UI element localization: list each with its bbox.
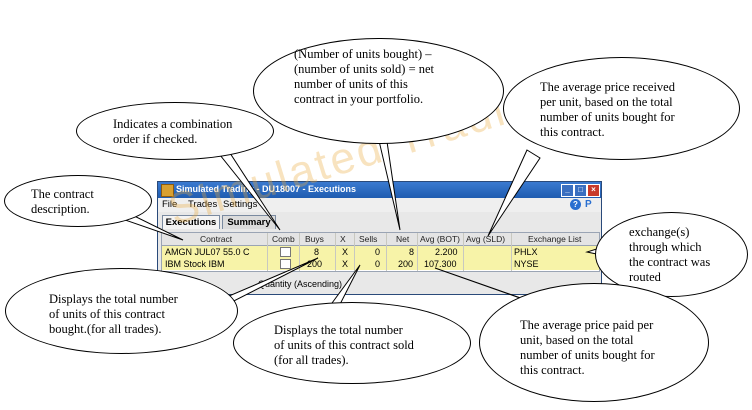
menu-trades[interactable]: Trades bbox=[188, 199, 218, 210]
cell-avg-bot: 2.200 bbox=[435, 247, 458, 257]
cell-exchange: NYSE bbox=[514, 259, 539, 269]
callout-exchange-line: exchange(s) bbox=[629, 225, 690, 239]
column-divider bbox=[354, 233, 355, 271]
combo-pointer bbox=[214, 149, 281, 231]
callout-net-line: (Number of units bought) – bbox=[294, 47, 432, 61]
col-avg-bot[interactable]: Avg (BOT) bbox=[420, 234, 460, 244]
table-row[interactable]: AMGN JUL07 55.0 C 8 X 0 8 2.200 PHLX bbox=[162, 246, 599, 258]
tab-summary[interactable]: Summary bbox=[222, 215, 276, 229]
callout-sells-line: of units of this contract sold bbox=[274, 338, 414, 352]
app-icon bbox=[161, 184, 174, 197]
column-divider bbox=[463, 233, 464, 271]
window-title: Simulated Trading - DU18007 - Executions bbox=[176, 184, 357, 194]
callout-avg-received-line: The average price received bbox=[540, 80, 675, 94]
cell-avg-bot: 107.300 bbox=[424, 259, 457, 269]
callout-buys-line: Displays the total number bbox=[49, 292, 178, 306]
cell-x: X bbox=[342, 247, 349, 257]
table-header: Contract Comb Buys X Sells Net Avg (BOT)… bbox=[162, 233, 599, 246]
comb-checkbox[interactable] bbox=[280, 247, 291, 257]
cell-contract: IBM Stock IBM bbox=[165, 259, 225, 269]
callout-avg-paid-line: this contract. bbox=[520, 363, 585, 377]
avg-received-pointer bbox=[487, 149, 541, 237]
callout-description: The contract description. bbox=[4, 175, 152, 227]
col-x[interactable]: X bbox=[340, 234, 346, 244]
callout-buys: Displays the total number of units of th… bbox=[5, 268, 238, 354]
question-icon[interactable]: ? bbox=[570, 199, 581, 210]
pin-icon[interactable]: P bbox=[585, 199, 592, 210]
callout-sells-line: (for all trades). bbox=[274, 353, 349, 367]
callout-combination: Indicates a combination order if checked… bbox=[76, 102, 274, 160]
callout-net-line: number of units of this bbox=[294, 77, 408, 91]
cell-contract: AMGN JUL07 55.0 C bbox=[165, 247, 250, 257]
minimize-icon[interactable]: _ bbox=[561, 184, 574, 197]
sort-label[interactable]: Quantity (Ascending) bbox=[258, 279, 343, 289]
callout-exchange-line: the contract was bbox=[629, 255, 711, 269]
menu-bar: File Trades Settings bbox=[158, 198, 601, 212]
tab-executions[interactable]: Executions bbox=[162, 215, 220, 229]
col-exchange-list[interactable]: Exchange List bbox=[528, 234, 582, 244]
callout-description-line: description. bbox=[31, 202, 90, 216]
callout-buys-line: of units of this contract bbox=[49, 307, 165, 321]
cell-x: X bbox=[342, 259, 349, 269]
cell-exchange: PHLX bbox=[514, 247, 538, 257]
callout-avg-received: The average price received per unit, bas… bbox=[503, 57, 740, 160]
buys-pointer bbox=[222, 257, 319, 308]
column-divider bbox=[417, 233, 418, 271]
comb-checkbox[interactable] bbox=[280, 259, 291, 269]
title-bar[interactable]: Simulated Trading - DU18007 - Executions… bbox=[158, 182, 601, 198]
callout-exchange: exchange(s) through which the contract w… bbox=[595, 212, 748, 297]
callout-avg-paid-line: The average price paid per bbox=[520, 318, 654, 332]
callout-buys-line: bought.(for all trades). bbox=[49, 322, 162, 336]
col-buys[interactable]: Buys bbox=[305, 234, 324, 244]
close-icon[interactable]: × bbox=[587, 184, 600, 197]
col-comb[interactable]: Comb bbox=[272, 234, 295, 244]
callout-sells: Displays the total number of units of th… bbox=[233, 302, 471, 384]
cell-net: 200 bbox=[398, 259, 414, 269]
callout-avg-paid: The average price paid per unit, based o… bbox=[479, 283, 709, 402]
callout-combination-line: Indicates a combination bbox=[113, 117, 233, 131]
cell-buys: 200 bbox=[307, 259, 323, 269]
executions-window: Simulated Trading - DU18007 - Executions… bbox=[157, 181, 602, 295]
column-divider bbox=[267, 233, 268, 271]
cell-buys: 8 bbox=[314, 247, 320, 257]
callout-description-line: The contract bbox=[31, 187, 94, 201]
column-divider bbox=[511, 233, 512, 271]
col-contract[interactable]: Contract bbox=[200, 234, 233, 244]
cell-sells: 0 bbox=[375, 247, 381, 257]
callout-avg-received-line: number of units bought for bbox=[540, 110, 675, 124]
table-row[interactable]: IBM Stock IBM 200 X 0 200 107.300 NYSE bbox=[162, 258, 599, 270]
callout-exchange-line: routed bbox=[629, 270, 661, 284]
cell-sells: 0 bbox=[375, 259, 381, 269]
col-sells[interactable]: Sells bbox=[359, 234, 378, 244]
callout-avg-received-line: per unit, based on the total bbox=[540, 95, 673, 109]
column-divider bbox=[299, 233, 300, 271]
callout-exchange-line: through which bbox=[629, 240, 702, 254]
column-divider bbox=[335, 233, 336, 271]
summary-table: Contract Comb Buys X Sells Net Avg (BOT)… bbox=[161, 232, 600, 272]
callout-net-line: (number of units sold) = net bbox=[294, 62, 435, 76]
callout-sells-line: Displays the total number bbox=[274, 323, 403, 337]
col-avg-sld[interactable]: Avg (SLD) bbox=[466, 234, 506, 244]
column-divider bbox=[386, 233, 387, 271]
maximize-icon[interactable]: □ bbox=[574, 184, 587, 197]
menu-file[interactable]: File bbox=[162, 199, 178, 210]
callout-combination-line: order if checked. bbox=[113, 132, 198, 146]
callout-avg-paid-line: unit, based on the total bbox=[520, 333, 634, 347]
callout-net-line: contract in your portfolio. bbox=[294, 92, 424, 106]
callout-avg-received-line: this contract. bbox=[540, 125, 605, 139]
tab-row: Executions Summary bbox=[158, 212, 601, 230]
callout-net: (Number of units bought) – (number of un… bbox=[253, 38, 504, 144]
col-net[interactable]: Net bbox=[396, 234, 410, 244]
callout-avg-paid-line: number of units bought for bbox=[520, 348, 655, 362]
cell-net: 8 bbox=[409, 247, 415, 257]
menu-settings[interactable]: Settings bbox=[223, 199, 258, 210]
